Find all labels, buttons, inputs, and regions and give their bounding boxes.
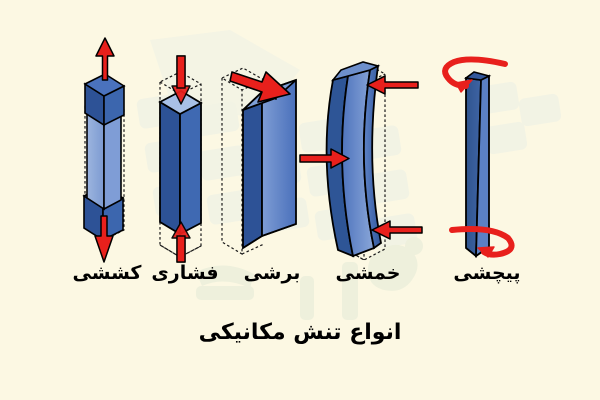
bending-diagram	[299, 61, 423, 261]
shear-body	[242, 78, 297, 250]
stress-labels-row: کششی فشاری برشی خمشی پیچشی	[0, 258, 600, 292]
torsion-arrowhead-bottom	[477, 246, 495, 258]
label-bending: خمشی	[335, 262, 401, 284]
torsion-diagram	[442, 56, 515, 258]
shear-arrow	[229, 71, 291, 103]
label-torsion: پیچشی	[453, 262, 521, 284]
tension-arrow-down	[94, 215, 114, 263]
figure-title: انواع تنش مکانیکی	[198, 320, 402, 345]
bending-arrow-bottom	[371, 220, 423, 240]
compression-arrow-up	[171, 221, 191, 263]
tension-diagram	[82, 37, 126, 263]
bending-arrow-middle	[299, 148, 350, 169]
torsion-arrow-bottom	[449, 226, 515, 258]
compression-diagram	[158, 55, 203, 263]
label-compression: فشاری	[151, 262, 219, 284]
label-tension: کششی	[72, 262, 142, 284]
tension-arrow-up	[95, 37, 115, 81]
compression-body	[158, 89, 203, 236]
torsion-arrow-top	[442, 56, 508, 89]
tension-top-cap	[83, 73, 126, 127]
bending-arrow-top	[366, 75, 419, 95]
torsion-arrowhead-top	[455, 79, 473, 93]
compression-arrow-down	[171, 55, 191, 105]
bending-body	[325, 61, 382, 258]
shear-diagram	[221, 67, 297, 256]
label-shear: برشی	[243, 262, 301, 284]
